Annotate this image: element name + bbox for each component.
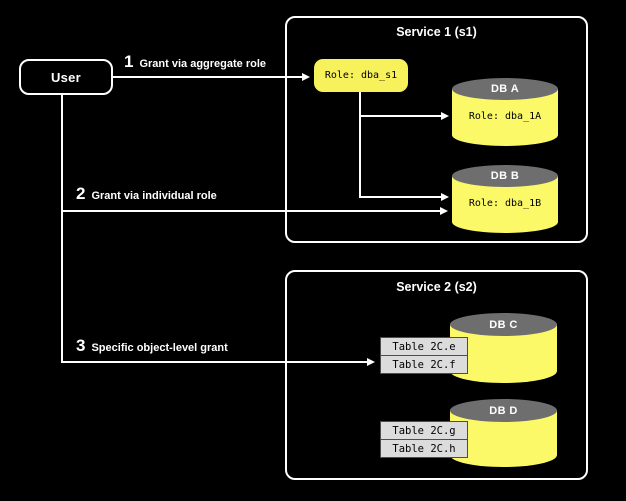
aggregate-role-node: Role: dba_s1 — [314, 59, 408, 92]
db-d-top: DB D — [450, 399, 557, 422]
table-2ce-chip: Table 2C.e — [380, 337, 468, 356]
grant3-number: 3 — [76, 336, 86, 355]
arrow-right-icon — [302, 72, 310, 81]
role-branch-line — [359, 92, 361, 197]
grant1-text: Grant via aggregate role — [139, 58, 267, 70]
role-to-dbb-line — [359, 196, 442, 198]
db-b-name: DB B — [490, 170, 520, 182]
arrow-right-icon — [441, 111, 449, 120]
arrow-right-icon — [440, 206, 448, 215]
db-d-name: DB D — [489, 404, 518, 417]
grant1-number: 1 — [124, 52, 134, 71]
db-b-top: DB B — [452, 165, 558, 187]
grant2-number: 2 — [76, 184, 86, 203]
grant3-line — [61, 361, 369, 363]
service2-title: Service 2 (s2) — [396, 280, 477, 294]
grant3-label: 3 Specific object-level grant — [76, 336, 228, 356]
grant3-text: Specific object-level grant — [91, 342, 228, 354]
db-c-name: DB C — [489, 318, 518, 331]
grant2-label: 2 Grant via individual role — [76, 184, 217, 204]
grant1-label: 1 Grant via aggregate role — [124, 52, 266, 72]
aggregate-role-label: Role: dba_s1 — [324, 70, 398, 81]
table-2cg-chip: Table 2C.g — [380, 421, 468, 440]
db-a-cylinder: DB A Role: dba_1A — [452, 78, 558, 146]
user-node: User — [19, 59, 113, 95]
grant1-line — [113, 76, 303, 78]
db-a-top: DB A — [452, 78, 558, 100]
service1-box — [285, 16, 588, 243]
grant2-line — [61, 210, 442, 212]
db-b-role: Role: dba_1B — [468, 198, 542, 209]
service1-title: Service 1 (s1) — [396, 25, 477, 39]
db-a-role: Role: dba_1A — [468, 111, 542, 122]
table-2cf-chip: Table 2C.f — [380, 355, 468, 374]
user-label: User — [50, 69, 82, 85]
arrow-right-icon — [367, 357, 375, 366]
role-to-dba-line — [359, 115, 442, 117]
grant2-text: Grant via individual role — [91, 190, 217, 202]
table-2ch-chip: Table 2C.h — [380, 439, 468, 458]
db-a-name: DB A — [490, 83, 520, 95]
user-branch-line — [61, 95, 63, 363]
db-c-top: DB C — [450, 313, 557, 336]
service2-box — [285, 270, 588, 480]
db-b-cylinder: DB B Role: dba_1B — [452, 165, 558, 233]
arrow-right-icon — [441, 192, 449, 201]
